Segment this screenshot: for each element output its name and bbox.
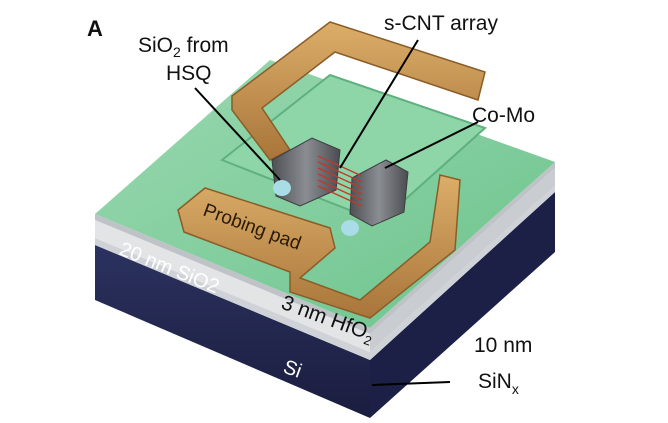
hfo2-layer <box>95 162 555 334</box>
label-sinx-line2: SiNx <box>478 370 519 397</box>
pointer-sinx <box>371 381 451 386</box>
label-sinx-line1: 10 nm <box>474 334 532 357</box>
probing-pad-front <box>177 174 461 319</box>
pointer-como <box>384 121 479 169</box>
sinx-layer <box>95 186 555 360</box>
pointer-scnt <box>339 39 419 169</box>
hsq-cap-left <box>273 180 291 196</box>
sio2-layer-left <box>95 220 370 352</box>
electrode-right <box>349 159 409 227</box>
si-layer-right <box>370 192 555 418</box>
label-scnt-array: s-CNT array <box>384 12 498 35</box>
label-co-mo: Co-Mo <box>472 104 535 127</box>
probing-pad-back <box>231 21 486 161</box>
panel-label: A <box>87 16 103 41</box>
pointer-hsq <box>194 87 281 181</box>
label-sio2-hsq-line2: HSQ <box>166 62 212 85</box>
si-layer-left <box>95 245 370 418</box>
cnt-array <box>317 155 363 207</box>
hsq-cap-right <box>341 220 359 236</box>
label-sio2-hsq-line1: SiO2 from <box>138 34 229 60</box>
sio2-layer-right <box>370 168 555 352</box>
